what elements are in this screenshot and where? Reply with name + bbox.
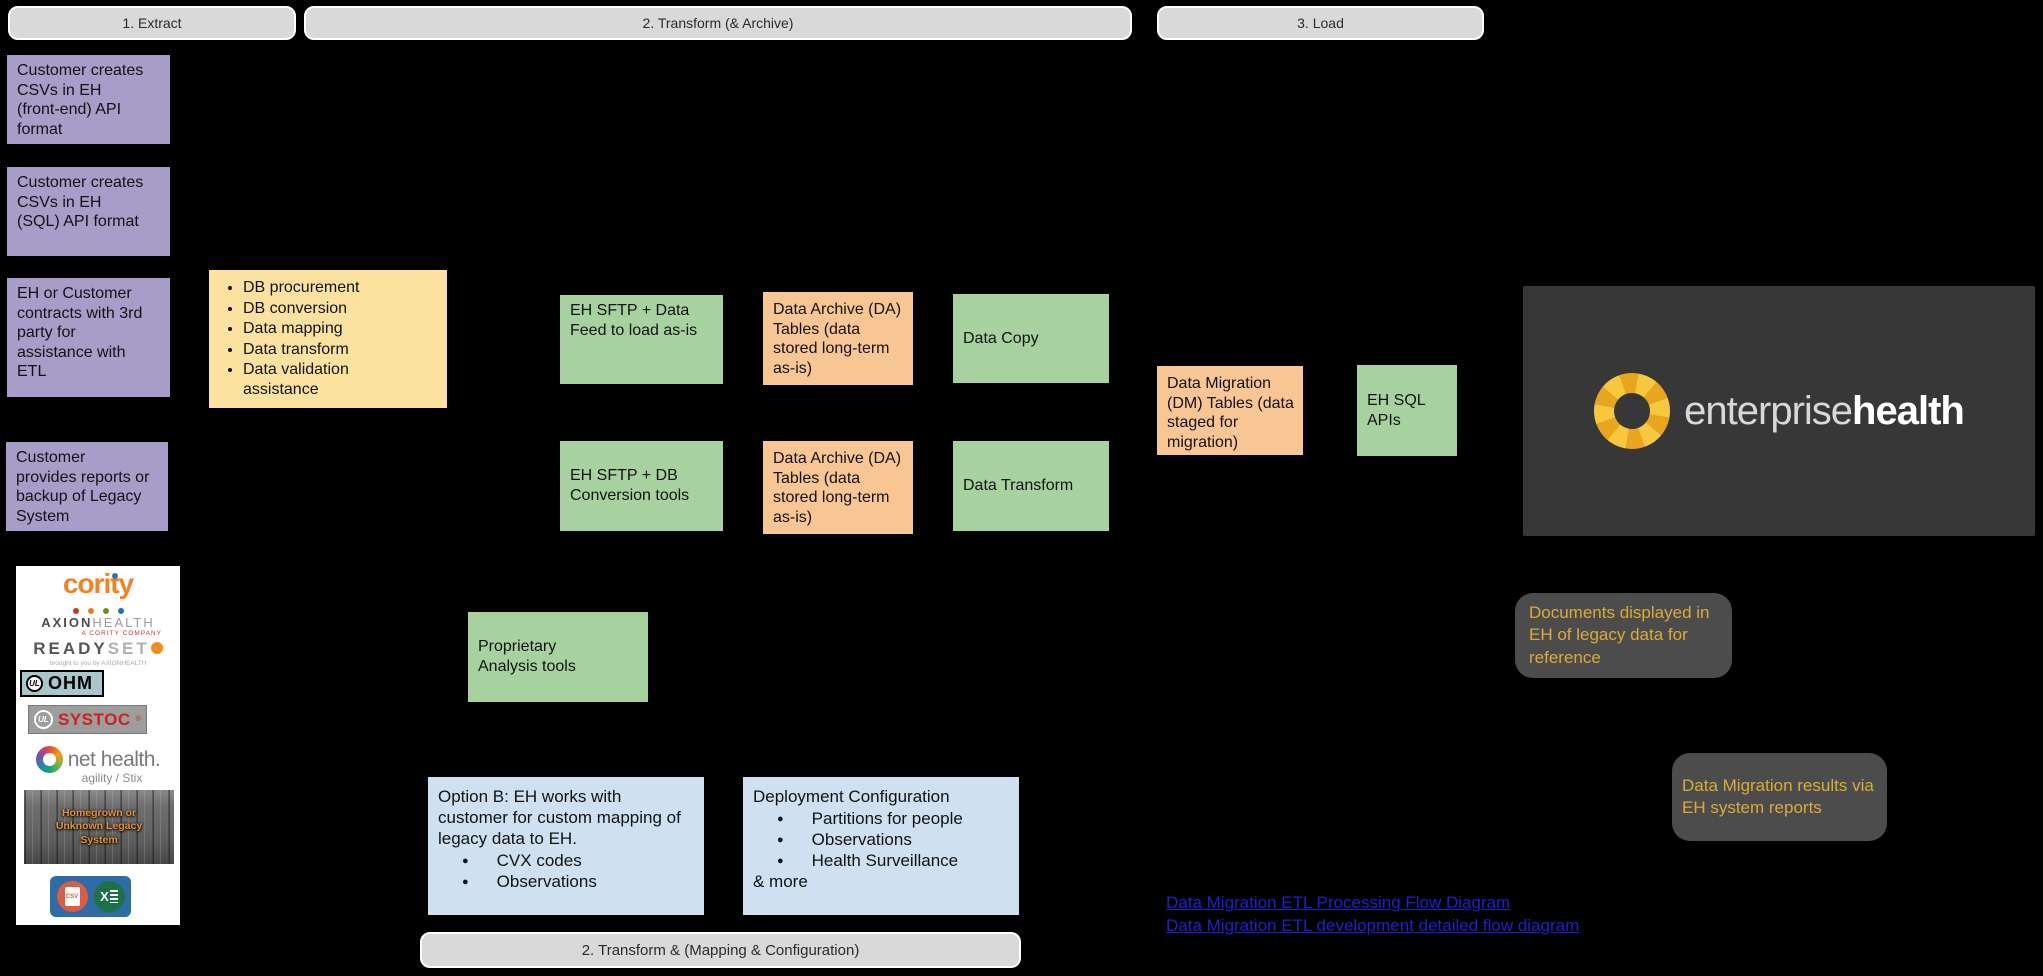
wordmark-light: enterprise [1684, 388, 1853, 433]
note-data-archive-tables-1: Data Archive (DA) Tables (data stored lo… [763, 292, 913, 385]
axion-tagline: A CORITY COMPANY [81, 630, 162, 637]
readyset-tagline: brought to you by AXIONHEALTH [49, 660, 147, 667]
stage-header-extract: 1. Extract [8, 6, 296, 40]
legacy-photo-caption: Homegrown or Unknown Legacy System [55, 807, 143, 846]
stage-header-load: 3. Load [1157, 6, 1484, 40]
list-item: Partitions for people [777, 808, 1009, 829]
csv-file-icon: CSV [56, 881, 88, 912]
note-text: EH or Customer contracts with 3rd party … [17, 285, 143, 381]
list-item: CVX codes [462, 850, 694, 871]
net-health-logo: net health. agility / Stix [16, 746, 180, 785]
stage-header-transform-mapping: 2. Transform & (Mapping & Configuration) [420, 932, 1021, 968]
note-customer-csv-sql: Customer creates CSVs in EH (SQL) API fo… [7, 167, 170, 256]
ul-ohm-logo: UL OHM [20, 670, 104, 697]
axion-wordmark: AXIONHEALTH [16, 615, 180, 630]
callout-documents-displayed: Documents displayed in EH of legacy data… [1515, 593, 1732, 678]
list-item: Data transform [243, 340, 413, 360]
list-item: Health Surveillance [777, 850, 1009, 871]
excel-file-icon: X [93, 881, 125, 912]
net-health-wordmark: net health. [67, 747, 161, 771]
diagram-links: Data Migration ETL Processing Flow Diagr… [1166, 891, 1579, 937]
ul-systoc-logo: UL SYSTOC ® [28, 705, 147, 734]
excel-x-glyph: X [100, 889, 109, 904]
readyset-logo: READYSET brought to you by AXIONHEALTH [16, 639, 180, 667]
note-text: Customer creates CSVs in EH (front-end) … [17, 62, 144, 138]
axion-name-a: AXION [41, 615, 93, 630]
list-item: Data validation assistance [243, 360, 413, 399]
axion-name-b: HEALTH [92, 615, 155, 630]
note-text: Data Copy [963, 329, 1039, 347]
note-deployment-configuration: Deployment Configuration Partitions for … [743, 777, 1019, 915]
note-etl-services-list: DB procurement DB conversion Data mappin… [209, 270, 447, 408]
systoc-label: SYSTOC [58, 709, 131, 729]
net-health-ring-icon [35, 746, 63, 773]
net-health-subtitle: agility / Stix [81, 771, 143, 785]
list-item: DB conversion [243, 299, 413, 319]
note-data-migration-tables: Data Migration (DM) Tables (data staged … [1157, 366, 1303, 455]
note-text: EH SFTP + DB Conversion tools [570, 467, 690, 504]
cority-i-dot-icon [112, 573, 118, 579]
note-text: EH SFTP + Data Feed to load as-is [570, 302, 698, 339]
stage-header-transform-archive: 2. Transform (& Archive) [304, 6, 1132, 40]
note-title: Option B: EH works with customer for cus… [438, 787, 681, 849]
file-format-icons: CSV X [50, 876, 131, 917]
note-proprietary-analysis-tools: Proprietary Analysis tools [468, 612, 648, 702]
ul-mark-icon: UL [34, 710, 53, 729]
note-text: Customer creates CSVs in EH (SQL) API fo… [17, 174, 144, 231]
list-item: DB procurement [243, 278, 413, 298]
note-customer-csv-frontend: Customer creates CSVs in EH (front-end) … [7, 55, 170, 144]
note-data-copy: Data Copy [953, 294, 1109, 383]
readyset-o-icon [150, 642, 163, 654]
note-option-b-mapping: Option B: EH works with customer for cus… [428, 777, 704, 915]
note-text: Customer provides reports or backup of L… [16, 449, 150, 525]
link-etl-processing-flow-diagram[interactable]: Data Migration ETL Processing Flow Diagr… [1166, 893, 1511, 912]
readyset-b: SET [107, 639, 150, 658]
callout-text: Documents displayed in EH of legacy data… [1529, 603, 1710, 667]
list-item: Observations [462, 871, 694, 892]
axion-dots-icon [16, 608, 180, 614]
csv-doc-glyph: CSV [64, 887, 80, 906]
link-etl-development-detailed-flow-diagram[interactable]: Data Migration ETL development detailed … [1166, 916, 1580, 935]
note-text: EH SQL APIs [1367, 391, 1426, 429]
note-text: Proprietary Analysis tools [478, 638, 576, 675]
readyset-wordmark: READYSET [16, 639, 180, 659]
enterprise-health-wordmark: enterprisehealth [1684, 388, 1965, 434]
note-sftp-db-conversion: EH SFTP + DB Conversion tools [560, 441, 723, 531]
legacy-systems-logo-panel: cority AXIONHEALTH A CORITY COMPANY READ… [16, 566, 180, 925]
registered-mark: ® [135, 716, 141, 723]
readyset-a: READY [33, 639, 108, 658]
wordmark-bold: health [1852, 388, 1965, 433]
excel-grid-glyph [109, 890, 118, 903]
note-text: Data Archive (DA) Tables (data stored lo… [773, 450, 902, 526]
etl-services-list: DB procurement DB conversion Data mappin… [217, 278, 443, 399]
ul-mark-icon: UL [26, 675, 43, 692]
note-sftp-data-feed: EH SFTP + Data Feed to load as-is [560, 295, 723, 384]
list-item: Data mapping [243, 319, 413, 339]
note-third-party-etl: EH or Customer contracts with 3rd party … [7, 278, 170, 397]
option-b-list: CVX codes Observations [438, 850, 694, 892]
enterprise-health-pinwheel-icon [1588, 366, 1677, 456]
note-reports-backup: Customer provides reports or backup of L… [6, 442, 168, 531]
ohm-label: OHM [48, 673, 93, 693]
deployment-list: Partitions for people Observations Healt… [753, 808, 1009, 871]
note-text: Data Transform [963, 477, 1074, 495]
note-data-archive-tables-2: Data Archive (DA) Tables (data stored lo… [763, 441, 913, 534]
note-text: Data Archive (DA) Tables (data stored lo… [773, 301, 902, 377]
note-title: Deployment Configuration [753, 787, 950, 806]
list-item: Observations [777, 829, 1009, 850]
note-eh-sql-apis: EH SQL APIs [1357, 365, 1457, 456]
note-text: Data Migration (DM) Tables (data staged … [1167, 375, 1294, 451]
enterprise-health-brand-panel: enterprisehealth [1523, 286, 2035, 536]
callout-migration-results: Data Migration results via EH system rep… [1672, 753, 1887, 841]
legacy-system-photo: Homegrown or Unknown Legacy System [24, 790, 174, 864]
note-footer: & more [753, 872, 808, 892]
cority-wordmark: cority [62, 568, 134, 599]
cority-logo: cority [16, 568, 180, 600]
callout-text: Data Migration results via EH system rep… [1682, 775, 1874, 817]
note-data-transform: Data Transform [953, 441, 1109, 531]
axion-health-logo: AXIONHEALTH A CORITY COMPANY [16, 608, 180, 637]
